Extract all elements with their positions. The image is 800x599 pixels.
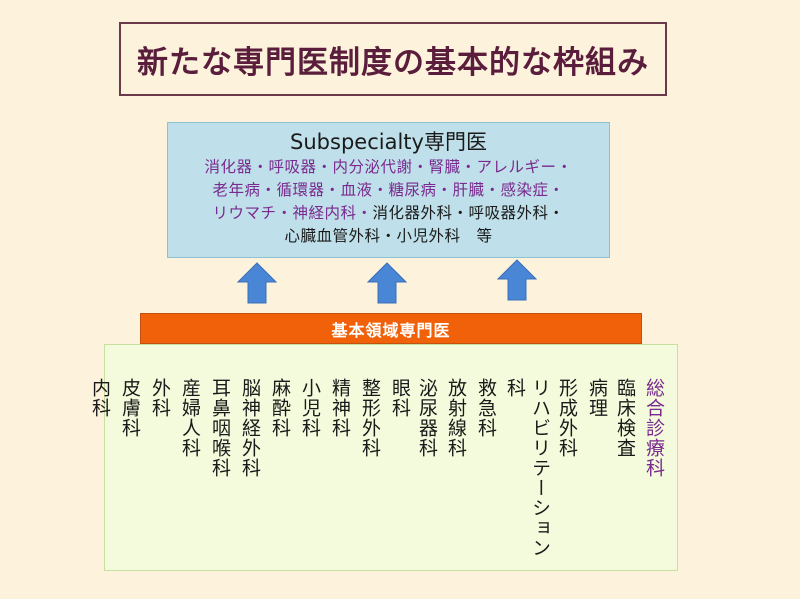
- subspecialty-heading: Subspecialty専門医: [290, 130, 487, 154]
- field-byori: 病理: [586, 378, 608, 418]
- field-hoshasenka: 放射線科: [445, 378, 467, 458]
- field-shonika: 小児科: [299, 378, 321, 438]
- subspecialty-line-3-purple: リウマチ・神経内科・: [212, 204, 373, 222]
- field-jibiinkoka: 耳鼻咽喉科: [209, 378, 231, 478]
- basic-field-band: 基本領域専門医: [140, 313, 642, 344]
- basic-fields-box: [104, 344, 678, 571]
- basic-field-label: 基本領域専門医: [331, 320, 451, 340]
- field-masuika: 麻酔科: [269, 378, 291, 438]
- subspecialty-line-3: リウマチ・神経内科・消化器外科・呼吸器外科・: [168, 202, 609, 225]
- field-sanfujinka: 産婦人科: [179, 378, 201, 458]
- field-ka: 科: [504, 378, 526, 398]
- field-noshinkeigeka: 脳神経外科: [239, 378, 261, 478]
- subspecialty-line-4: 心臓血管外科・小児外科 等: [284, 227, 493, 245]
- up-arrow-icon: [497, 259, 537, 301]
- field-rinshokensa: 臨床検査: [614, 378, 636, 458]
- field-ganka: 眼科: [389, 378, 411, 418]
- up-arrow-icon: [237, 262, 277, 304]
- field-sogoshinryoka: 総合診療科: [643, 378, 665, 478]
- field-keiseigeka: 形成外科: [556, 378, 578, 458]
- field-geka: 外科: [149, 378, 171, 418]
- field-seikeigeka: 整形外科: [359, 378, 381, 458]
- page-title: 新たな専門医制度の基本的な枠組み: [137, 44, 649, 81]
- field-hinyokika: 泌尿器科: [416, 378, 438, 458]
- up-arrow-icon: [367, 262, 407, 304]
- field-naika: 内科: [89, 378, 111, 418]
- title-box: 新たな専門医制度の基本的な枠組み: [119, 22, 667, 96]
- subspecialty-line-2: 老年病・循環器・血液・糖尿病・肝臓・感染症・: [212, 181, 565, 199]
- field-kyukyuka: 救急科: [475, 378, 497, 438]
- field-hifuka: 皮膚科: [119, 378, 141, 438]
- subspecialty-line-1: 消化器・呼吸器・内分泌代謝・腎臓・アレルギー・: [204, 158, 573, 176]
- field-rehabilitation: リハビリテーション: [529, 378, 551, 558]
- field-seishinka: 精神科: [329, 378, 351, 438]
- subspecialty-line-3-dark: 消化器外科・呼吸器外科・: [372, 204, 565, 222]
- subspecialty-box: Subspecialty専門医 消化器・呼吸器・内分泌代謝・腎臓・アレルギー・ …: [167, 122, 610, 258]
